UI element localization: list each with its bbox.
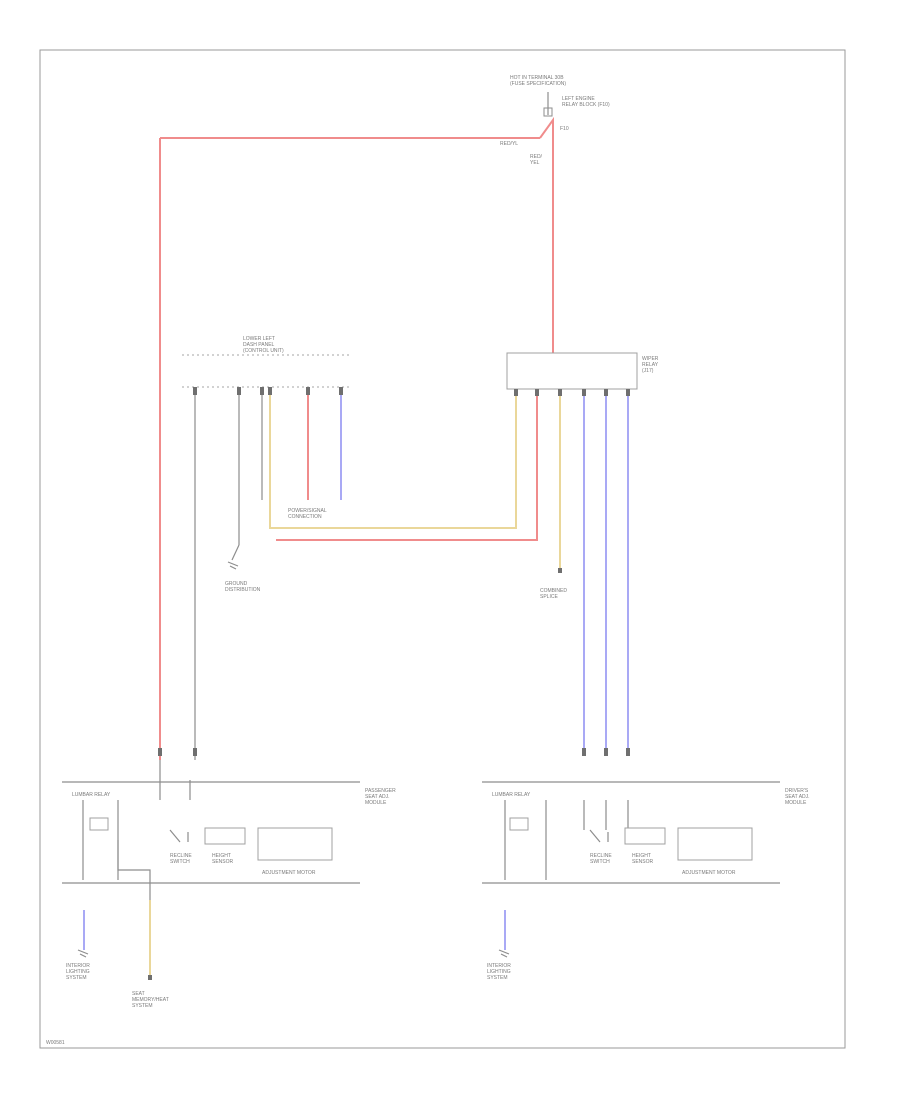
svg-text:SENSOR: SENSOR: [212, 859, 234, 865]
svg-text:(J17): (J17): [642, 368, 654, 374]
svg-text:YEL: YEL: [530, 160, 540, 166]
fuse-source: HOT IN TERMINAL 30B (FUSE SPECIFICATION)…: [500, 75, 610, 166]
svg-text:SYSTEM: SYSTEM: [132, 1003, 153, 1009]
ground-center: COMBINED SPLICE: [540, 568, 567, 600]
svg-text:SEAT: SEAT: [132, 991, 145, 997]
svg-text:LOWER LEFT: LOWER LEFT: [243, 336, 275, 342]
svg-text:HOT IN TERMINAL 30B: HOT IN TERMINAL 30B: [510, 75, 564, 81]
svg-text:INTERIOR: INTERIOR: [66, 963, 90, 969]
svg-text:DRIVER'S: DRIVER'S: [785, 788, 809, 794]
svg-text:(FUSE SPECIFICATION): (FUSE SPECIFICATION): [510, 81, 566, 87]
svg-text:RED/: RED/: [530, 154, 543, 160]
svg-text:PASSENGER: PASSENGER: [365, 788, 396, 794]
relay-return-wire: [276, 395, 538, 541]
svg-text:LIGHTING: LIGHTING: [487, 969, 511, 975]
footer-id: W00581: [46, 1040, 65, 1046]
svg-text:RELAY BLOCK (F10): RELAY BLOCK (F10): [562, 102, 610, 108]
power-wires-red: [159, 116, 554, 760]
signal-wires-yellow: [149, 395, 561, 975]
passenger-module: PASSENGER SEAT ADJ. MODULE LUMBAR RELAY …: [62, 781, 396, 900]
wiper-relay-box: WIPER RELAY (J17): [506, 352, 659, 396]
svg-text:(CONTROL UNIT): (CONTROL UNIT): [243, 348, 284, 354]
module-pins: [158, 748, 630, 756]
svg-text:MODULE: MODULE: [365, 800, 387, 806]
signal-wires-blue: [83, 395, 629, 950]
svg-text:LUMBAR RELAY: LUMBAR RELAY: [492, 792, 531, 798]
svg-text:SEAT ADJ.: SEAT ADJ.: [365, 794, 390, 800]
svg-text:INTERIOR: INTERIOR: [487, 963, 511, 969]
main-feed-wire: [539, 116, 554, 360]
signal-wires-gray: [82, 395, 547, 880]
svg-text:SYSTEM: SYSTEM: [487, 975, 508, 981]
svg-text:MEMORY/HEAT: MEMORY/HEAT: [132, 997, 169, 1003]
svg-text:DASH PANEL: DASH PANEL: [243, 342, 275, 348]
svg-text:HEIGHT: HEIGHT: [632, 853, 651, 859]
svg-text:HEIGHT: HEIGHT: [212, 853, 231, 859]
svg-text:POWER/SIGNAL: POWER/SIGNAL: [288, 508, 327, 514]
svg-text:F10: F10: [560, 126, 569, 132]
svg-text:SWITCH: SWITCH: [170, 859, 190, 865]
svg-text:LUMBAR RELAY: LUMBAR RELAY: [72, 792, 111, 798]
svg-text:RED/YL: RED/YL: [500, 141, 518, 147]
svg-text:DISTRIBUTION: DISTRIBUTION: [225, 587, 261, 593]
splice-left-group: LOWER LEFT DASH PANEL (CONTROL UNIT): [182, 336, 352, 395]
bottom-grounds: INTERIOR LIGHTING SYSTEM SEAT MEMORY/HEA…: [66, 949, 511, 1009]
svg-text:RELAY: RELAY: [642, 362, 659, 368]
svg-text:SPLICE: SPLICE: [540, 594, 558, 600]
svg-text:CONNECTION: CONNECTION: [288, 514, 322, 520]
svg-text:COMBINED: COMBINED: [540, 588, 567, 594]
svg-text:LEFT ENGINE: LEFT ENGINE: [562, 96, 595, 102]
svg-text:ADJUSTMENT MOTOR: ADJUSTMENT MOTOR: [262, 870, 316, 876]
yellow-loop-wire: [269, 395, 517, 529]
diagram-frame: [39, 49, 846, 1049]
svg-text:SENSOR: SENSOR: [632, 859, 654, 865]
svg-text:WIPER: WIPER: [642, 356, 659, 362]
ground-left: GROUND DISTRIBUTION POWER/SIGNAL CONNECT…: [225, 508, 327, 593]
svg-text:SYSTEM: SYSTEM: [66, 975, 87, 981]
svg-text:MODULE: MODULE: [785, 800, 807, 806]
svg-text:ADJUSTMENT MOTOR: ADJUSTMENT MOTOR: [682, 870, 736, 876]
svg-text:SWITCH: SWITCH: [590, 859, 610, 865]
svg-text:SEAT ADJ.: SEAT ADJ.: [785, 794, 810, 800]
svg-text:RECLINE: RECLINE: [590, 853, 612, 859]
svg-text:GROUND: GROUND: [225, 581, 248, 587]
svg-text:RECLINE: RECLINE: [170, 853, 192, 859]
svg-text:LIGHTING: LIGHTING: [66, 969, 90, 975]
driver-module: DRIVER'S SEAT ADJ. MODULE LUMBAR RELAY R…: [482, 781, 810, 884]
